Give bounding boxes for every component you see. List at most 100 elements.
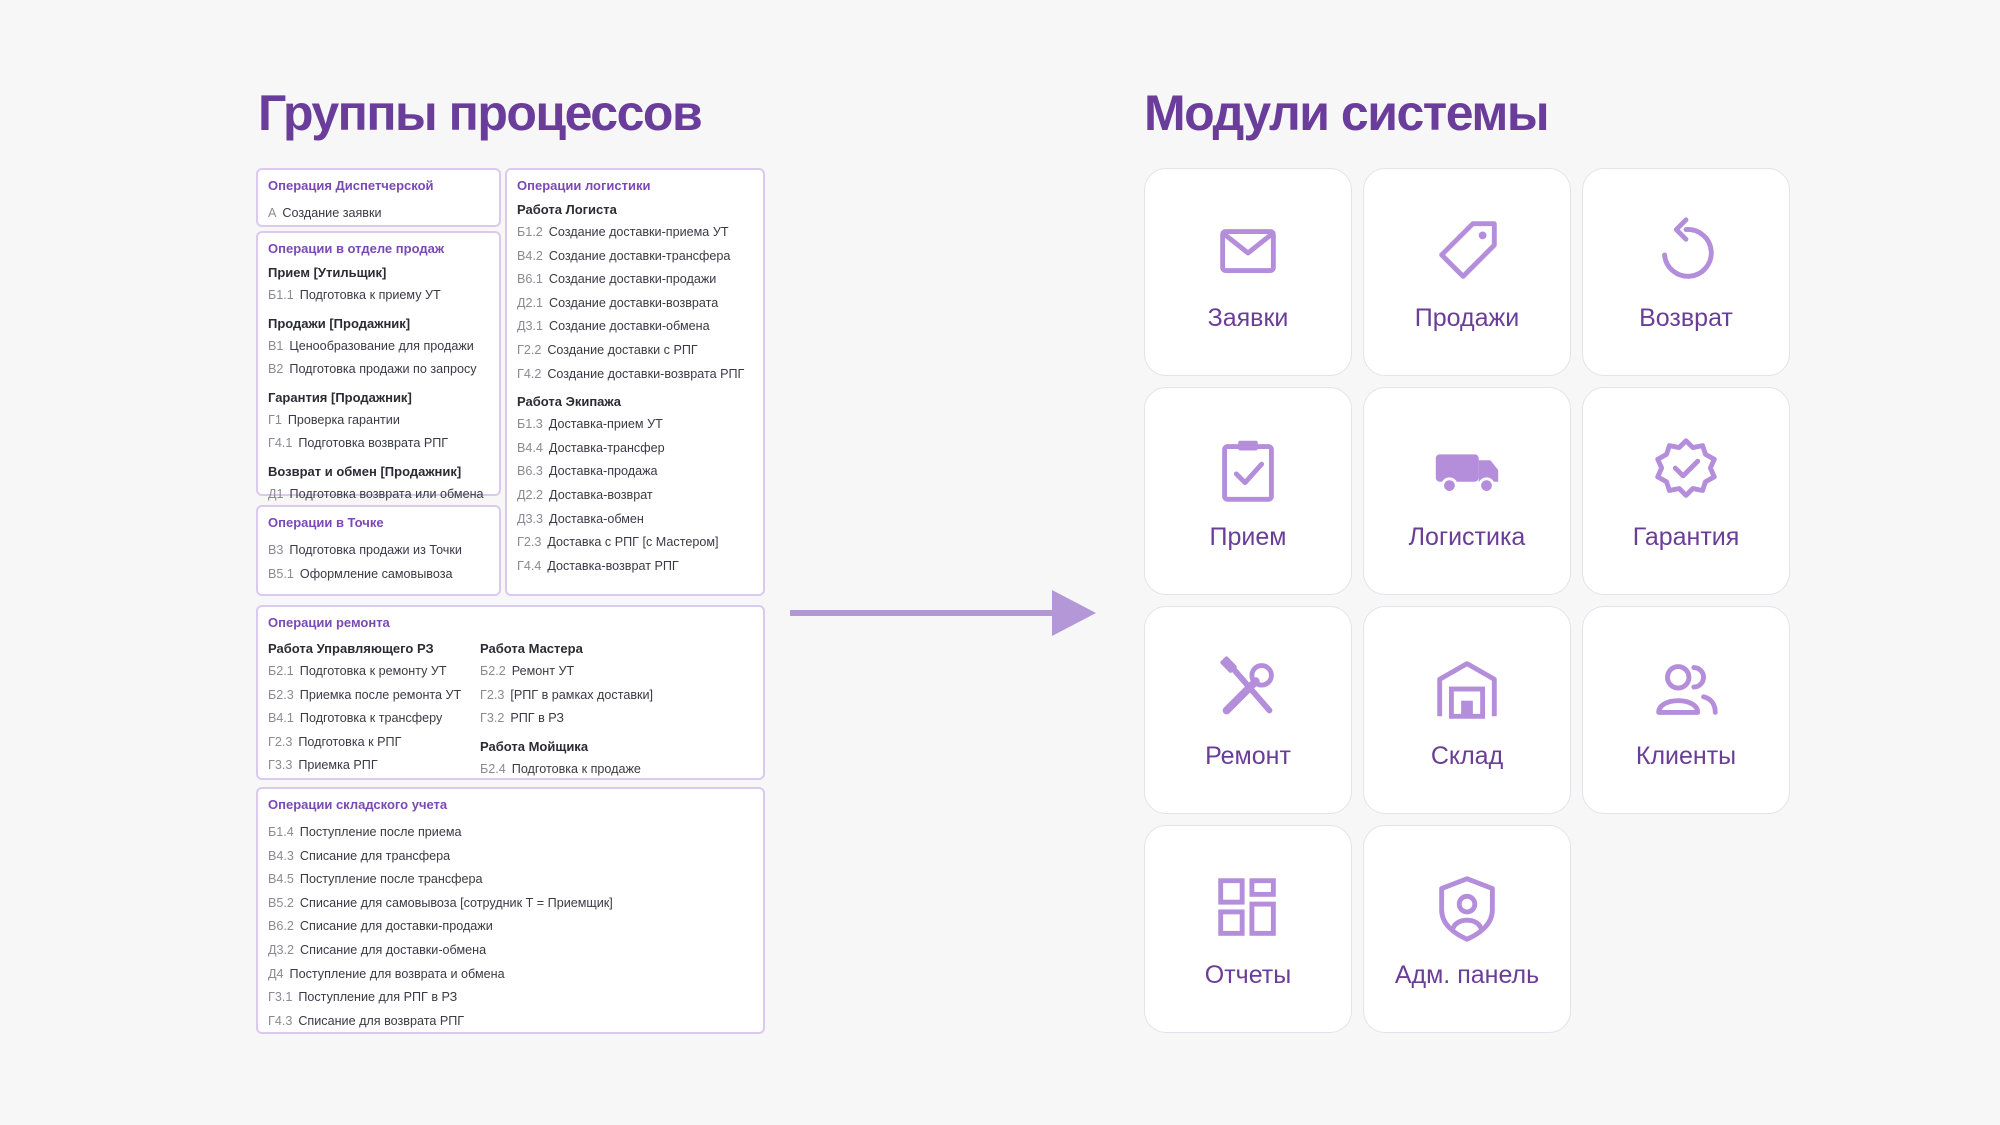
box-title: Операции в Точке: [268, 515, 384, 530]
process-text: Доставка-возврат РПГ: [547, 558, 679, 573]
process-text: Подготовка возврата РПГ: [298, 436, 449, 451]
process-item: Г2.3[РПГ в рамках доставки]: [480, 684, 653, 708]
process-code: А: [268, 206, 277, 220]
process-groups-title: Группы процессов: [258, 85, 703, 141]
process-text: Доставка-трансфер: [548, 440, 665, 455]
module-label: Клиенты: [1635, 741, 1737, 770]
module-tile-2[interactable]: Продажи: [1363, 168, 1571, 376]
module-tile-7[interactable]: Ремонт: [1144, 606, 1352, 814]
shield-user-icon: [1439, 875, 1495, 942]
box-title: Операции в отделе продаж: [268, 241, 445, 256]
process-code: Б2.3: [268, 687, 294, 702]
process-code: Г3.2: [480, 711, 505, 726]
process-text: Ремонт УТ: [511, 664, 575, 678]
process-text: Создание доставки-возврата РПГ: [547, 366, 745, 381]
process-code: В4.2: [517, 248, 543, 263]
process-code: Д3.1: [517, 319, 544, 334]
process-item: Г2.3 Доставка с РПГ [с Мастером]: [517, 531, 753, 555]
module-label: Заявки: [1207, 303, 1289, 332]
group-heading: Продажи [Продажник]: [268, 315, 411, 331]
process-text: Доставка-обмен: [549, 511, 644, 526]
module-label: Адм. панель: [1394, 960, 1540, 989]
process-text: Списание для доставки-продажи: [299, 919, 493, 934]
module-tile-6[interactable]: Гарантия: [1582, 387, 1790, 595]
module-tile-9[interactable]: Клиенты: [1582, 606, 1790, 814]
process-code: В5.2: [268, 895, 294, 910]
process-text: Подготовка к ремонту УТ: [299, 664, 447, 678]
process-text: Оформление самовывоза: [299, 566, 453, 581]
process-code: Г4.4: [517, 558, 542, 573]
tools-icon: [1220, 655, 1274, 714]
process-text: Списание для трансфера: [299, 848, 451, 863]
process-text: Создание доставки-продажи: [548, 272, 717, 287]
process-code: Б1.3: [517, 417, 543, 432]
process-code: Г4.1: [268, 436, 293, 451]
process-item: Г4.1 Подготовка возврата РПГ: [268, 432, 489, 456]
box-title: Операции логистики: [517, 178, 651, 193]
module-tile-11[interactable]: Адм. панель: [1363, 825, 1571, 1033]
process-text: [РПГ в рамках доставки]: [510, 687, 654, 702]
module-tile-5[interactable]: Логистика: [1363, 387, 1571, 595]
truck-icon: [1435, 453, 1499, 494]
process-code: Б1.2: [517, 225, 543, 239]
warehouse-icon: [1437, 660, 1497, 719]
process-code: Г2.2: [517, 342, 542, 357]
box-title: Операция Диспетчерской: [268, 178, 434, 193]
box-title: Операции ремонта: [268, 615, 390, 630]
process-item: В4.2 Создание доставки-трансфера: [517, 245, 753, 269]
process-text: Подготовка возврата или обмена: [289, 486, 484, 501]
process-code: Г2.3: [517, 535, 542, 550]
process-code: В6.2: [268, 919, 294, 934]
process-item: В6.1 Создание доставки-продажи: [517, 268, 753, 292]
group-heading: Работа Логиста: [517, 202, 617, 217]
process-code: Д1: [268, 486, 284, 501]
process-text: Приемка РПГ: [298, 758, 378, 773]
process-text: Создание доставки-трансфера: [548, 248, 731, 263]
process-code: В6.1: [517, 272, 543, 287]
process-text: Списание для доставки-обмена: [300, 942, 487, 957]
group-heading: Возврат и обмен [Продажник]: [268, 463, 462, 479]
process-item: Б2.3 Приемка после ремонта УТ: [268, 684, 461, 708]
module-tile-10[interactable]: Отчеты: [1144, 825, 1352, 1033]
process-code: Б1.1: [268, 288, 294, 302]
module-tile-8[interactable]: Склад: [1363, 606, 1571, 814]
process-text: Создание доставки с РПГ: [547, 342, 698, 357]
group-heading: Работа Экипажа: [517, 394, 622, 410]
process-text: Приемка после ремонта УТ: [299, 687, 462, 702]
process-item: Д1 Подготовка возврата или обмена: [268, 483, 489, 507]
module-tile-3[interactable]: Возврат: [1582, 168, 1790, 376]
process-code: Б2.4: [480, 761, 506, 776]
module-tile-4[interactable]: Прием: [1144, 387, 1352, 595]
process-text: Подготовка к трансферу: [299, 711, 443, 726]
module-label: Ремонт: [1205, 741, 1291, 770]
process-text: Поступление после трансфера: [299, 872, 483, 887]
module-label: Возврат: [1639, 303, 1733, 332]
process-text: Ценообразование для продажи: [289, 338, 474, 353]
module-tile-1[interactable]: Заявки: [1144, 168, 1352, 376]
group-heading: Работа Мойщика: [480, 738, 589, 754]
box-title: Операции складского учета: [268, 797, 448, 812]
process-text: Подготовка продажи из Точки: [289, 543, 462, 557]
process-code: Б1.4: [268, 825, 294, 839]
process-code: В2: [268, 362, 284, 377]
module-label: Гарантия: [1632, 522, 1740, 551]
module-label: Отчеты: [1204, 960, 1292, 989]
process-text: Доставка с РПГ [с Мастером]: [547, 535, 719, 550]
module-label: Прием: [1209, 522, 1287, 551]
